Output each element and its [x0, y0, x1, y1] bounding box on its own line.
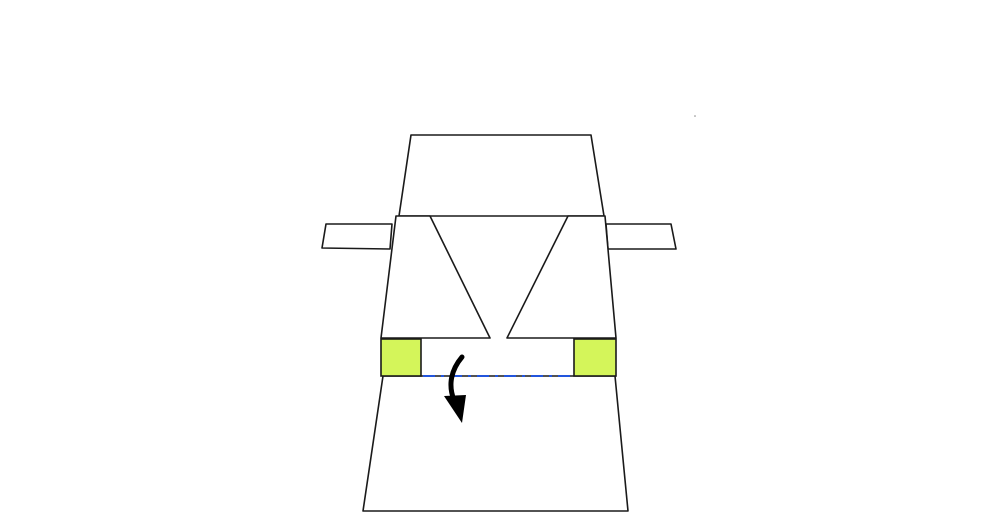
bottom-panel	[362, 375, 629, 512]
right-flap	[506, 215, 617, 339]
top-panel	[398, 134, 605, 217]
speck	[694, 115, 696, 117]
left-glue-marker	[380, 338, 422, 377]
fold-arrow-icon	[444, 354, 466, 423]
right-tab	[605, 223, 677, 250]
right-glue-marker	[573, 338, 617, 377]
left-flap	[380, 215, 491, 339]
left-tab	[321, 223, 393, 250]
